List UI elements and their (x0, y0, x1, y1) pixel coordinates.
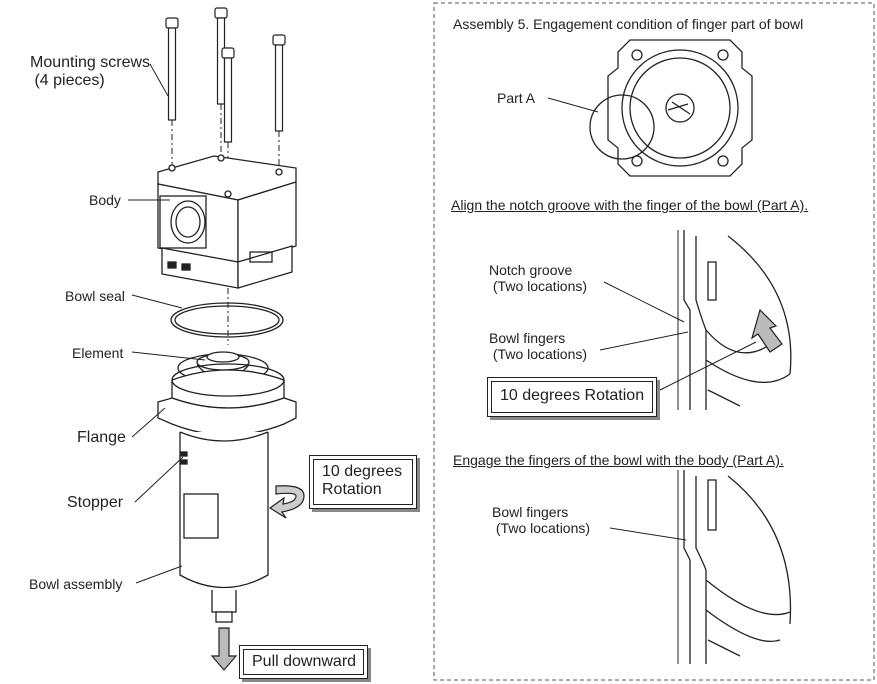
step1-caption: Align the notch groove with the finger o… (451, 197, 809, 213)
detail-view-1 (677, 230, 792, 410)
label-bowl-assembly: Bowl assembly (29, 576, 123, 592)
bowl-top-view (589, 39, 753, 177)
part-a-leader (547, 97, 599, 113)
detail-view-2 (677, 470, 792, 664)
pull-down-arrow-icon (210, 627, 238, 671)
rotation-arrow-icon (268, 485, 305, 519)
right-panel-title: Assembly 5. Engagement condition of fing… (453, 16, 804, 32)
detail-2-leader (609, 527, 687, 541)
left-leader-lines (128, 63, 206, 584)
mounting-screws (165, 7, 286, 143)
bowl-seal-part (170, 302, 284, 338)
rotation-callout-text: 10 degrees Rotation (322, 463, 403, 499)
body-part (157, 154, 297, 289)
label-notch-groove: Notch groove (Two locations) (489, 262, 588, 295)
detail-rotation-box: 10 degrees Rotation (487, 377, 657, 417)
element-part (177, 351, 269, 383)
label-mounting-screws: Mounting screws (4 pieces) (30, 54, 151, 90)
detail-1-leaders (599, 281, 757, 391)
label-bowl-fingers-1: Bowl fingers (Two locations) (489, 330, 588, 363)
label-stopper: Stopper (67, 494, 124, 511)
pull-callout-box: Pull downward (239, 645, 368, 679)
pull-callout-text: Pull downward (252, 653, 357, 670)
label-bowl-seal: Bowl seal (65, 288, 125, 304)
step2-caption: Engage the fingers of the bowl with the … (453, 452, 784, 468)
label-flange: Flange (77, 429, 126, 446)
rotation-callout-box: 10 degrees Rotation (309, 455, 417, 509)
detail-rotation-text: 10 degrees Rotation (500, 387, 645, 404)
label-body: Body (89, 192, 121, 208)
detail-rotation-arrow-icon (750, 308, 783, 353)
right-panel-frame (433, 2, 875, 681)
flange-and-bowl (157, 363, 297, 623)
label-element: Element (72, 345, 124, 361)
label-part-a: Part A (497, 90, 536, 106)
label-bowl-fingers-2: Bowl fingers (Two locations) (492, 504, 591, 537)
